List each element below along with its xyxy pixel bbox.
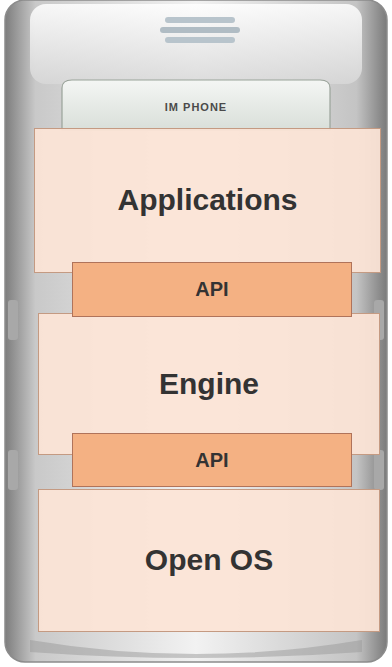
layer-name: Engine <box>159 367 259 402</box>
speaker-slot <box>160 27 240 33</box>
phone-screen <box>62 80 330 130</box>
layer-name: API <box>195 278 228 301</box>
layer-box: Applications <box>34 128 381 273</box>
speaker-slot <box>165 17 235 23</box>
phone-bottom <box>30 640 362 658</box>
side-button <box>8 450 18 490</box>
api-box: API <box>72 433 352 487</box>
layer-name: API <box>195 449 228 472</box>
layer-name: Open OS <box>145 543 273 578</box>
phone-body <box>5 0 387 662</box>
phone-top <box>30 4 362 84</box>
layer-name: Applications <box>117 183 297 218</box>
layer-box: Open OS <box>38 489 380 632</box>
speaker-slot <box>165 37 235 43</box>
phone-brand: IM PHONE <box>165 101 227 113</box>
side-button <box>8 300 18 340</box>
api-box: API <box>72 262 352 317</box>
side-button <box>374 450 384 490</box>
